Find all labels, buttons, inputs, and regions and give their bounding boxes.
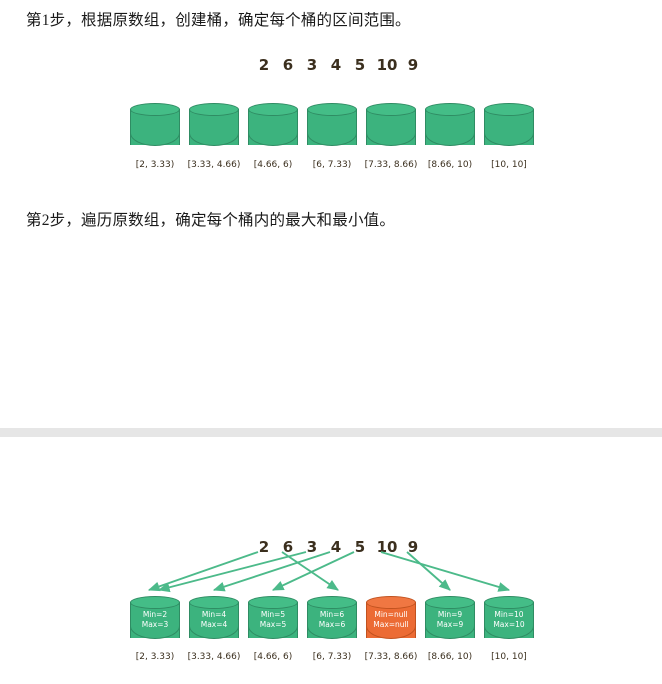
bucket-1 xyxy=(130,103,180,151)
bucket-top-ellipse xyxy=(307,596,357,609)
bucket-top-ellipse xyxy=(425,103,475,116)
array-value-4: 4 xyxy=(330,56,342,74)
array-value-4: 4 xyxy=(330,538,342,556)
arrow-4-to-bucket-2 xyxy=(212,551,331,592)
interval-label-5: [7.33, 8.66) xyxy=(364,652,418,662)
bucket-top-ellipse xyxy=(307,103,357,116)
bucket-top-ellipse xyxy=(248,596,298,609)
array-value-9: 9 xyxy=(407,56,419,74)
bucket-3 xyxy=(248,103,298,151)
step2-description: 第2步，遍历原数组，确定每个桶内的最大和最小值。 xyxy=(26,212,396,229)
bucket-top-ellipse xyxy=(189,596,239,609)
array-value-6: 6 xyxy=(282,538,294,556)
interval-label-2: [3.33, 4.66) xyxy=(187,160,241,170)
interval-label-3: [4.66, 6) xyxy=(253,652,293,662)
array-value-10: 10 xyxy=(376,56,398,74)
section-separator xyxy=(0,428,662,437)
interval-label-2: [3.33, 4.66) xyxy=(187,652,241,662)
array-value-5: 5 xyxy=(354,56,366,74)
array-value-6: 6 xyxy=(282,56,294,74)
arrow-9-to-bucket-6 xyxy=(406,551,451,591)
array-value-3: 3 xyxy=(306,56,318,74)
arrow-3-to-bucket-1 xyxy=(157,551,307,593)
array-value-3: 3 xyxy=(306,538,318,556)
bucket-top-ellipse xyxy=(189,103,239,116)
interval-label-1: [2, 3.33) xyxy=(135,160,175,170)
bucket-5 xyxy=(366,103,416,151)
interval-label-6: [8.66, 10) xyxy=(427,652,473,662)
interval-label-7: [10, 10] xyxy=(491,652,527,662)
bucket-top-ellipse xyxy=(248,103,298,116)
array-value-2: 2 xyxy=(258,56,270,74)
interval-label-6: [8.66, 10) xyxy=(427,160,473,170)
interval-label-7: [10, 10] xyxy=(491,160,527,170)
arrow-5-to-bucket-3 xyxy=(271,551,355,591)
array-value-5: 5 xyxy=(354,538,366,556)
interval-label-1: [2, 3.33) xyxy=(135,652,175,662)
bucket-top-ellipse xyxy=(130,596,180,609)
bucket-top-ellipse xyxy=(484,596,534,609)
bucket-2 xyxy=(189,103,239,151)
interval-label-5: [7.33, 8.66) xyxy=(364,160,418,170)
array-value-2: 2 xyxy=(258,538,270,556)
bucket-4 xyxy=(307,103,357,151)
interval-label-4: [6, 7.33) xyxy=(312,160,352,170)
bucket-6 xyxy=(425,103,475,151)
step1-description: 第1步，根据原数组，创建桶，确定每个桶的区间范围。 xyxy=(26,12,411,29)
array-value-9: 9 xyxy=(407,538,419,556)
bucket-top-ellipse xyxy=(484,103,534,116)
arrow-10-to-bucket-7 xyxy=(380,551,511,592)
bucket-top-ellipse xyxy=(130,103,180,116)
bucket-top-ellipse xyxy=(425,596,475,609)
bucket-top-ellipse xyxy=(366,596,416,609)
bucket-7 xyxy=(484,103,534,151)
figure2-mapping-arrows xyxy=(147,551,511,593)
arrow-2-to-bucket-1 xyxy=(147,551,259,592)
arrow-6-to-bucket-4 xyxy=(281,551,339,591)
interval-label-4: [6, 7.33) xyxy=(312,652,352,662)
interval-label-3: [4.66, 6) xyxy=(253,160,293,170)
bucket-top-ellipse xyxy=(366,103,416,116)
